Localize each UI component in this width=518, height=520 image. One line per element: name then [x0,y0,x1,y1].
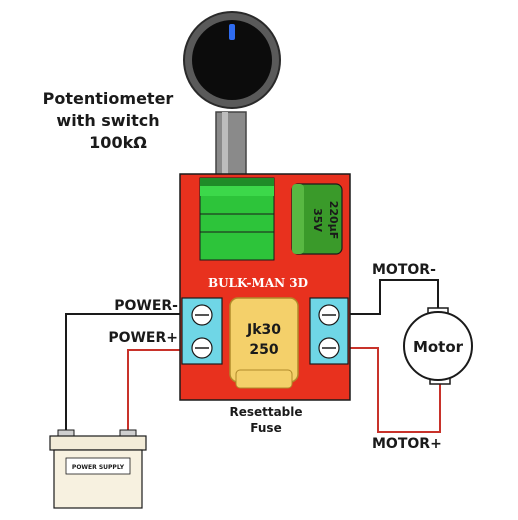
pot-label-line2: with switch [56,111,159,130]
wiring [65,279,441,433]
resettable-fuse [229,297,299,383]
power-plus-wire [127,349,182,432]
fuse-caption-line2: Fuse [250,421,281,435]
motor-plus-wire [348,347,441,433]
pot-label-line1: Potentiometer [43,89,174,108]
brand-label: BULK-MAN 3D [208,276,308,290]
fuse-label-line2: 250 [249,342,278,358]
capacitor-shine [292,184,304,254]
capacitor-label-line1: 220µF [327,201,340,240]
power-minus-wire [65,313,182,432]
power-supply: POWER SUPPLY [49,429,147,509]
battery-label-panel [65,457,131,475]
potentiometer-shaft [215,111,247,179]
fuse-caption-line1: Resettable [229,405,302,419]
motor-terminal-block [309,297,349,365]
switch-block-edge [200,178,274,186]
battery-lid [49,435,147,451]
motor-minus-label: MOTOR- [372,262,436,278]
potentiometer-knob [192,20,272,100]
motor: Motor [403,307,473,385]
fuse-base [235,369,293,389]
power-terminal-block [181,297,223,365]
potentiometer [183,11,281,179]
motor-minus-wire [348,279,439,315]
capacitor-label-line2: 35V [311,208,324,232]
power-plus-label: POWER+ [108,330,178,346]
pot-label-line3: 100kΩ [89,133,147,152]
power-minus-label: POWER- [114,298,178,314]
motor-body [403,311,473,381]
battery-label: POWER SUPPLY [72,464,125,471]
knob-indicator [229,24,235,40]
fuse-label-line1: Jk30 [246,322,281,338]
motor-plus-label: MOTOR+ [372,436,442,452]
controller-board: 220µF 35V BULK-MAN 3D Jk30 250 [179,173,351,401]
motor-label: Motor [413,338,464,356]
shaft-highlight [222,112,228,178]
